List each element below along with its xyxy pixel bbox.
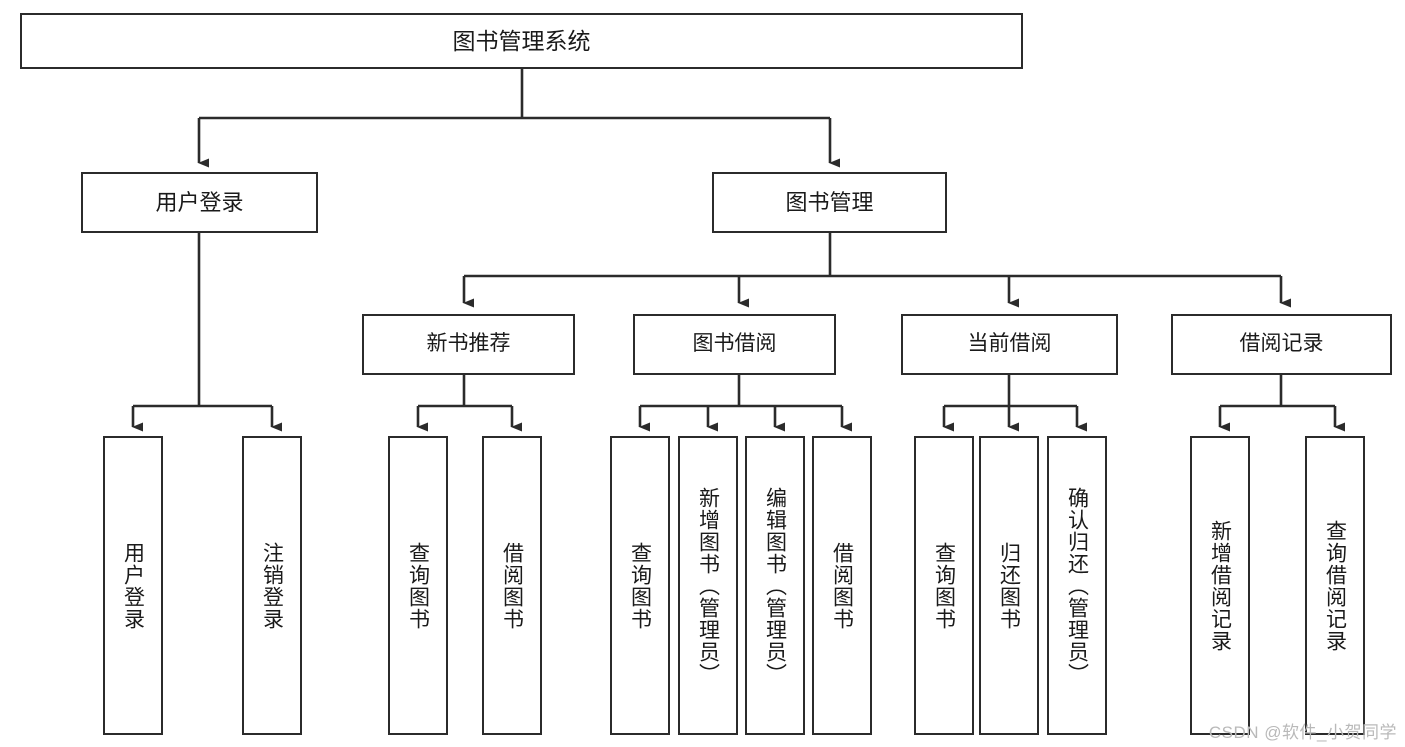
node-book-management-system[interactable]: 图书管理系统 xyxy=(20,13,1023,69)
leaf-add-book-admin[interactable]: 新增图书（管理员） xyxy=(678,436,738,735)
node-label: 编辑图书（管理员） xyxy=(763,486,787,685)
node-borrowing-record[interactable]: 借阅记录 xyxy=(1171,314,1392,375)
node-label: 新增借阅记录 xyxy=(1208,519,1232,652)
node-label: 借阅记录 xyxy=(1239,332,1324,356)
leaf-edit-book-admin[interactable]: 编辑图书（管理员） xyxy=(745,436,805,735)
node-label: 借阅图书 xyxy=(830,541,854,630)
leaf-borrow-book[interactable]: 借阅图书 xyxy=(812,436,872,735)
node-label: 归还图书 xyxy=(997,541,1021,630)
leaf-logout[interactable]: 注销登录 xyxy=(242,436,302,735)
leaf-query-book-new[interactable]: 查询图书 xyxy=(388,436,448,735)
node-label: 用户登录 xyxy=(155,189,244,215)
node-label: 借阅图书 xyxy=(500,541,524,630)
node-user-login[interactable]: 用户登录 xyxy=(81,172,318,233)
node-label: 注销登录 xyxy=(260,541,284,630)
node-label: 当前借阅 xyxy=(967,332,1052,356)
leaf-confirm-return-admin[interactable]: 确认归还（管理员） xyxy=(1047,436,1107,735)
node-label: 图书管理系统 xyxy=(452,27,591,54)
node-label: 查询图书 xyxy=(628,541,652,630)
leaf-user-login[interactable]: 用户登录 xyxy=(103,436,163,735)
node-label: 查询图书 xyxy=(406,541,430,630)
node-book-borrowing[interactable]: 图书借阅 xyxy=(633,314,836,375)
node-label: 新增图书（管理员） xyxy=(696,486,720,685)
node-label: 图书借阅 xyxy=(692,332,777,356)
leaf-query-borrow-record[interactable]: 查询借阅记录 xyxy=(1305,436,1365,735)
leaf-return-book[interactable]: 归还图书 xyxy=(979,436,1039,735)
node-label: 查询图书 xyxy=(932,541,956,630)
node-label: 新书推荐 xyxy=(426,332,511,356)
node-new-book-recommendation[interactable]: 新书推荐 xyxy=(362,314,575,375)
node-label: 确认归还（管理员） xyxy=(1065,486,1089,685)
leaf-query-book-current[interactable]: 查询图书 xyxy=(914,436,974,735)
leaf-borrow-book-new[interactable]: 借阅图书 xyxy=(482,436,542,735)
node-book-management[interactable]: 图书管理 xyxy=(712,172,947,233)
node-current-borrowing[interactable]: 当前借阅 xyxy=(901,314,1118,375)
node-label: 图书管理 xyxy=(785,189,874,215)
leaf-query-book-borrow[interactable]: 查询图书 xyxy=(610,436,670,735)
node-label: 查询借阅记录 xyxy=(1323,519,1347,652)
leaf-add-borrow-record[interactable]: 新增借阅记录 xyxy=(1190,436,1250,735)
node-label: 用户登录 xyxy=(121,541,145,630)
